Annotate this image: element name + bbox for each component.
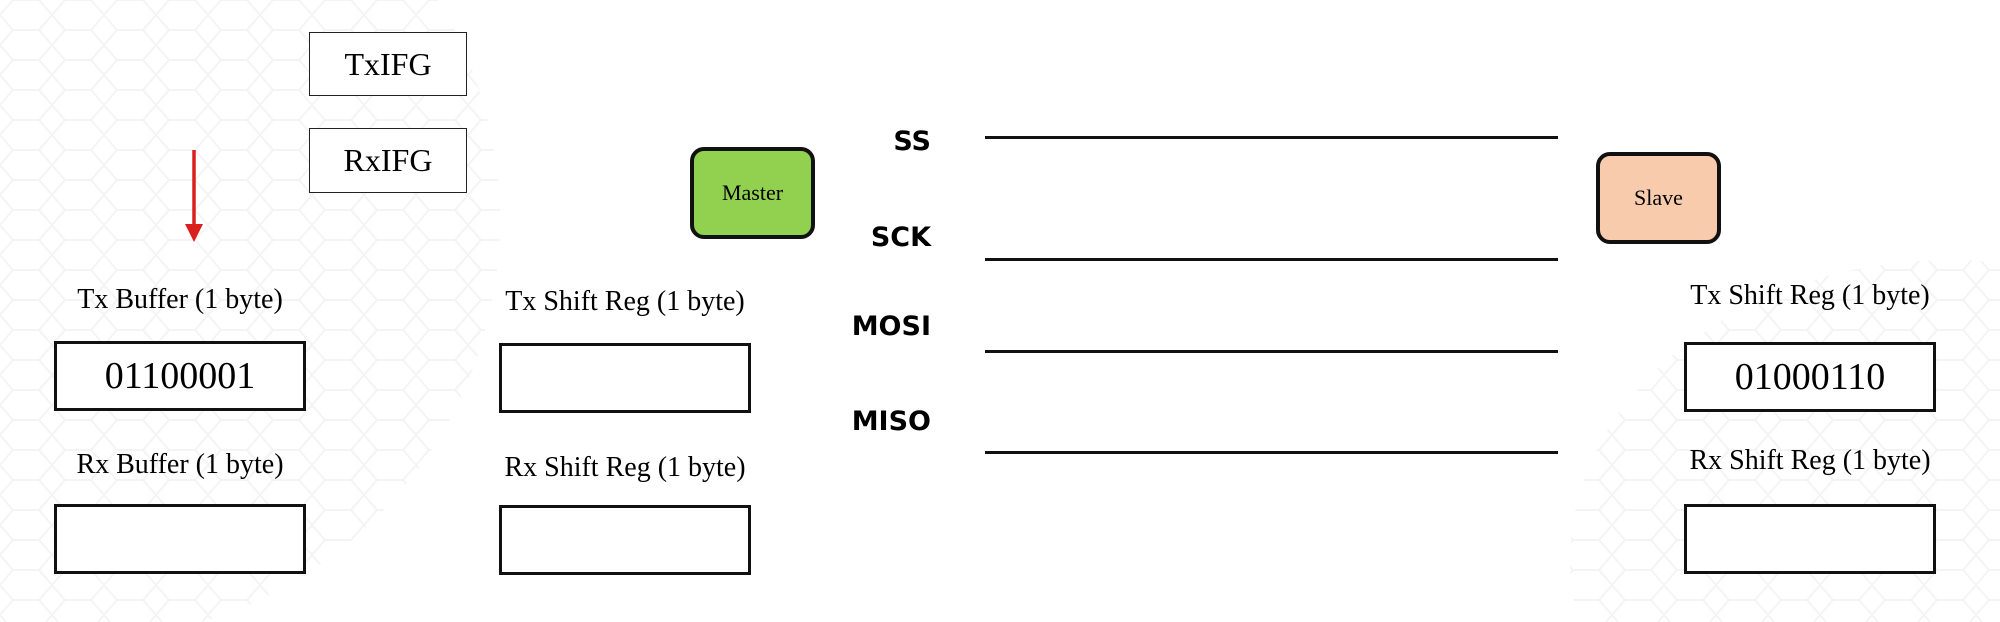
master-device: Master xyxy=(690,147,815,239)
rx-buffer-register xyxy=(54,504,306,574)
ss-wire xyxy=(985,136,1558,139)
rxifg-flag: RxIFG xyxy=(309,128,467,193)
tx-buffer-label: Tx Buffer (1 byte) xyxy=(77,284,283,315)
slave-tx-shift-reg-label: Tx Shift Reg (1 byte) xyxy=(1690,280,1930,311)
slave-tx-shift-register: 01000110 xyxy=(1684,342,1936,412)
slave-device: Slave xyxy=(1596,152,1721,244)
slave-rx-shift-reg-label: Rx Shift Reg (1 byte) xyxy=(1689,445,1931,476)
ss-signal-label: SS xyxy=(893,126,931,157)
master-rx-shift-reg-label: Rx Shift Reg (1 byte) xyxy=(504,452,746,483)
slave-rx-shift-register xyxy=(1684,504,1936,574)
mosi-signal-label: MOSI xyxy=(851,311,931,342)
master-rx-shift-register xyxy=(499,505,751,575)
master-label: Master xyxy=(721,180,784,205)
rxifg-label: RxIFG xyxy=(343,142,433,178)
txifg-flag: TxIFG xyxy=(309,32,467,96)
tx-buffer-value: 01100001 xyxy=(104,355,256,397)
txifg-label: TxIFG xyxy=(344,45,432,82)
red-down-arrow-icon xyxy=(185,150,203,242)
slave-tx-shift-value: 01000110 xyxy=(1734,356,1886,398)
miso-signal-label: MISO xyxy=(851,406,931,437)
master-tx-shift-register xyxy=(499,343,751,413)
sck-wire xyxy=(985,258,1558,261)
miso-wire xyxy=(985,451,1558,454)
rx-buffer-label: Rx Buffer (1 byte) xyxy=(76,449,284,480)
sck-signal-label: SCK xyxy=(870,222,931,253)
master-tx-shift-reg-label: Tx Shift Reg (1 byte) xyxy=(505,286,745,317)
slave-label: Slave xyxy=(1634,185,1683,210)
mosi-wire xyxy=(985,350,1558,353)
tx-buffer-register: 01100001 xyxy=(54,341,306,411)
